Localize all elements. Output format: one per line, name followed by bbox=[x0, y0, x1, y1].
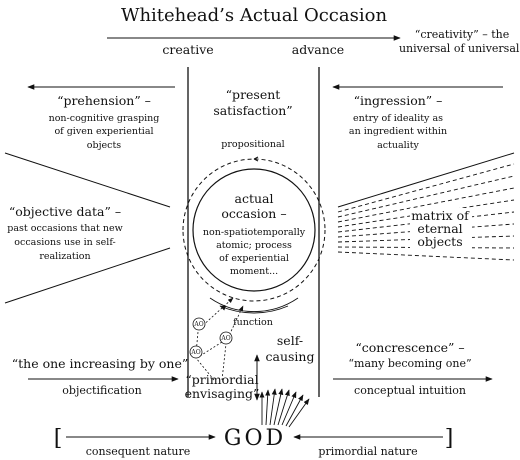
self-causing-line-2: causing bbox=[266, 349, 315, 364]
primordial-envisaging-line-1: “primordial bbox=[185, 372, 258, 387]
actual-occasion-line-2: occasion – bbox=[221, 206, 286, 221]
function-label: function bbox=[233, 317, 273, 328]
matrix-line-3: objects bbox=[417, 234, 462, 249]
ao-node-group: AO AO AO bbox=[189, 297, 244, 381]
outer-dashed-arc-lower bbox=[182, 229, 326, 302]
conceptual-intuition-label: conceptual intuition bbox=[354, 384, 466, 397]
actual-occasion-line-1: actual bbox=[235, 191, 274, 206]
matrix-label-backdrop bbox=[410, 208, 472, 250]
one-increasing-label: “the one increasing by one” bbox=[12, 356, 189, 371]
outer-dashed-arc bbox=[182, 158, 326, 231]
objective-data-line-3: realization bbox=[39, 251, 90, 262]
prehension-line-1: non-cognitive grasping bbox=[49, 113, 160, 124]
advance-label: advance bbox=[292, 42, 344, 57]
outer-arc-arrowhead bbox=[253, 156, 259, 162]
concrescence-line-2: “many becoming one” bbox=[348, 357, 471, 370]
propositional-label: propositional bbox=[221, 139, 284, 150]
left-wedge-lower-line bbox=[4, 247, 171, 304]
god-fan-arrows bbox=[259, 388, 310, 428]
diagram-title: Whitehead’s Actual Occasion bbox=[121, 5, 388, 26]
ao-node-2-label: AO bbox=[220, 335, 230, 342]
function-arc bbox=[219, 305, 289, 314]
creative-label: creative bbox=[162, 42, 213, 57]
actual-occasion-desc-2: atomic; process bbox=[216, 240, 292, 251]
objective-data-heading: “objective data” – bbox=[9, 204, 121, 219]
objective-data-line-1: past occasions that new bbox=[7, 223, 122, 234]
objectification-label: objectification bbox=[62, 384, 141, 397]
ingression-line-3: actuality bbox=[377, 140, 419, 151]
prehension-heading: “prehension” – bbox=[57, 93, 151, 108]
ao-node-1 bbox=[192, 317, 206, 331]
prehension-line-3: objects bbox=[87, 140, 122, 151]
actual-occasion-circle bbox=[192, 168, 316, 292]
left-wedge-upper-line bbox=[4, 152, 171, 208]
present-satisfaction-line-1: “present bbox=[226, 87, 281, 102]
ao-node-2 bbox=[219, 331, 233, 345]
primordial-envisaging-line-2: envisaging” bbox=[185, 386, 260, 401]
right-bracket: ] bbox=[445, 426, 454, 451]
matrix-line-2: eternal bbox=[417, 221, 462, 236]
ao-node-1-label: AO bbox=[193, 321, 203, 328]
left-bracket: [ bbox=[54, 426, 63, 451]
present-satisfaction-line-2: satisfaction” bbox=[213, 103, 292, 118]
ingression-line-1: entry of ideality as bbox=[353, 113, 443, 124]
ingression-heading: “ingression” – bbox=[354, 93, 443, 108]
consequent-nature-label: consequent nature bbox=[86, 445, 191, 458]
concrescence-line-1: “concrescence” – bbox=[355, 340, 464, 355]
actual-occasion-desc-3: of experiential bbox=[219, 253, 289, 264]
self-causing-line-1: self- bbox=[277, 333, 303, 348]
actual-occasion-desc-4: moment... bbox=[230, 266, 278, 277]
ao-node-3 bbox=[189, 345, 203, 359]
matrix-upper-line bbox=[337, 152, 515, 208]
prehension-line-2: of given experiential bbox=[54, 126, 153, 137]
ao-node-3-label: AO bbox=[190, 349, 200, 356]
actual-occasion-desc-1: non-spatiotemporally bbox=[203, 227, 306, 238]
inner-lower-arc bbox=[209, 297, 299, 312]
matrix-dashed-rays bbox=[337, 163, 515, 261]
creativity-line-2: universal of universals bbox=[399, 42, 520, 55]
ingression-line-2: an ingredient within bbox=[349, 126, 447, 137]
primordial-nature-label: primordial nature bbox=[318, 445, 417, 458]
creativity-line-1: “creativity” – the bbox=[415, 28, 510, 41]
objective-data-line-2: occasions use in self- bbox=[14, 237, 115, 248]
matrix-line-1: matrix of bbox=[411, 208, 470, 223]
god-label: GOD bbox=[224, 426, 286, 451]
